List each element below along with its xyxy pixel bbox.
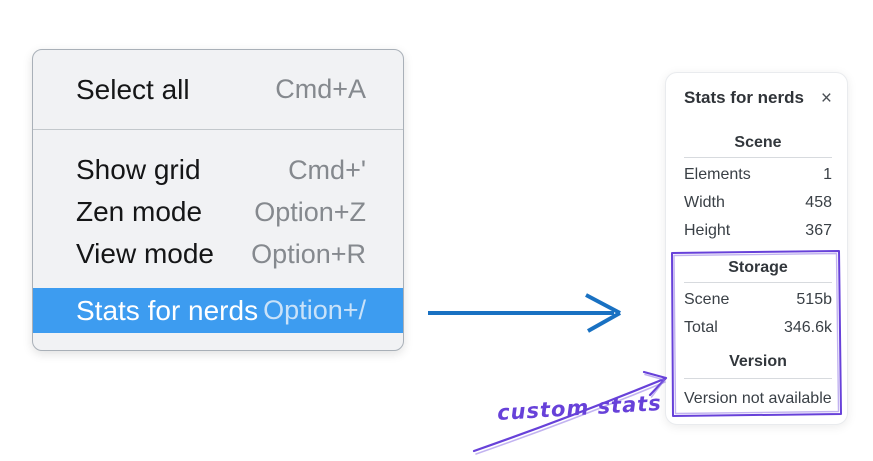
- stat-row-elements: Elements 1: [684, 161, 832, 189]
- scene-rows: Elements 1 Width 458 Height 367: [684, 161, 832, 245]
- menu-item-shortcut: Cmd+A: [275, 74, 366, 104]
- stat-row-scene-size: Scene 515b: [684, 286, 832, 314]
- pointer-arrow: [428, 293, 621, 333]
- section-divider: [684, 157, 832, 158]
- section-heading: Storage: [728, 259, 788, 276]
- stat-label: Height: [684, 222, 731, 239]
- panel-title: Stats for nerds: [684, 88, 804, 107]
- stat-label: Elements: [684, 166, 751, 183]
- stat-label: Width: [684, 194, 725, 211]
- menu-item-label: View mode: [76, 238, 215, 269]
- stat-value: 515b: [796, 291, 832, 308]
- menu-group-bottom: Show grid Cmd+' Zen mode Option+Z View m…: [33, 130, 403, 350]
- stat-label: Scene: [684, 291, 730, 308]
- menu-item-label: Show grid: [76, 154, 201, 185]
- stat-row-total-size: Total 346.6k: [684, 314, 832, 342]
- custom-stats-highlight-box: [671, 250, 842, 417]
- menu-item-zen-mode[interactable]: Zen mode Option+Z: [33, 191, 403, 233]
- menu-item-label: Stats for nerds: [76, 294, 259, 326]
- context-menu: Select all Cmd+A Show grid Cmd+' Zen mod…: [32, 49, 404, 351]
- section-scene: Scene Elements 1 Width 458 Height 367: [684, 132, 832, 245]
- menu-item-label: Select all: [76, 73, 190, 105]
- menu-item-stats-for-nerds[interactable]: Stats for nerds Option+/: [33, 288, 403, 333]
- stats-panel: Stats for nerds × Scene Elements 1 Width…: [665, 72, 848, 425]
- section-heading: Version: [729, 353, 787, 370]
- menu-group-top: Select all Cmd+A: [33, 50, 403, 129]
- section-divider: [684, 378, 832, 379]
- section-version: Version Version not available: [684, 351, 832, 410]
- menu-item-shortcut: Cmd+': [288, 154, 366, 185]
- close-icon: ×: [820, 87, 832, 109]
- section-heading: Scene: [734, 134, 782, 151]
- section-storage: Storage Scene 515b Total 346.6k: [684, 257, 832, 342]
- stat-value: 1: [823, 166, 832, 183]
- section-divider: [684, 282, 832, 283]
- stat-value: 367: [805, 222, 832, 239]
- stat-row-height: Height 367: [684, 217, 832, 245]
- menu-item-shortcut: Option+R: [251, 238, 366, 269]
- version-note: Version not available: [684, 390, 832, 407]
- menu-item-label: Zen mode: [76, 196, 203, 227]
- menu-item-shortcut: Option+/: [263, 295, 366, 325]
- storage-rows: Scene 515b Total 346.6k: [684, 286, 832, 342]
- panel-header: Stats for nerds ×: [684, 86, 832, 110]
- menu-item-show-grid[interactable]: Show grid Cmd+': [33, 149, 403, 191]
- menu-item-view-mode[interactable]: View mode Option+R: [33, 233, 403, 275]
- menu-divider: [33, 129, 403, 130]
- stat-label: Total: [684, 319, 718, 336]
- stat-value: 346.6k: [783, 319, 832, 336]
- close-button[interactable]: ×: [821, 89, 832, 108]
- menu-item-select-all[interactable]: Select all Cmd+A: [33, 64, 403, 115]
- stat-row-width: Width 458: [684, 189, 832, 217]
- custom-stats-arrow: [472, 370, 668, 455]
- menu-item-shortcut: Option+Z: [254, 196, 366, 227]
- stat-value: 458: [805, 194, 832, 211]
